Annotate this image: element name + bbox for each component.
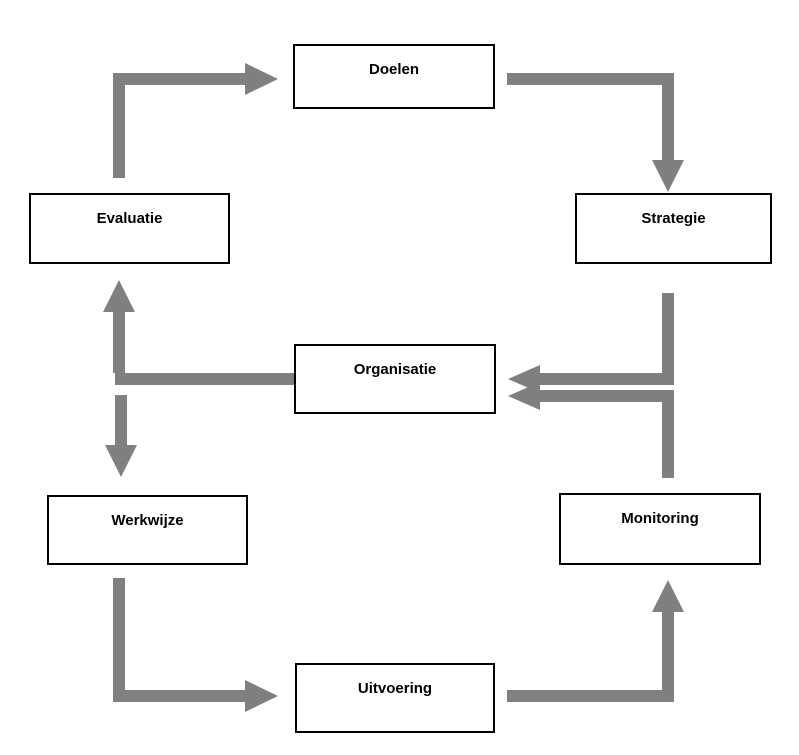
node-monitoring: Monitoring	[559, 493, 761, 565]
node-evaluatie-label: Evaluatie	[96, 210, 163, 227]
arrow-segment	[662, 398, 674, 478]
arrow-segment	[115, 373, 294, 385]
node-strategie-label: Strategie	[641, 210, 706, 227]
node-strategie: Strategie	[575, 193, 772, 264]
arrow-segment	[507, 73, 674, 85]
node-uitvoering-label: Uitvoering	[357, 680, 433, 697]
arrowhead	[105, 445, 137, 477]
arrow-segment	[115, 395, 127, 445]
arrowhead	[508, 382, 540, 410]
node-organisatie-label: Organisatie	[353, 361, 437, 378]
arrow-segment	[113, 578, 125, 702]
arrow-segment	[113, 73, 245, 85]
node-doelen: Doelen	[293, 44, 495, 109]
arrow-segment	[540, 373, 674, 385]
arrow-segment	[662, 612, 674, 702]
arrowhead	[245, 680, 278, 712]
node-werkwijze-label: Werkwijze	[111, 512, 184, 529]
arrow-segment	[113, 73, 125, 178]
arrow-segment	[540, 390, 674, 402]
node-doelen-label: Doelen	[368, 61, 419, 78]
arrowhead	[652, 580, 684, 612]
node-werkwijze: Werkwijze	[47, 495, 248, 565]
arrow-segment	[662, 293, 674, 385]
node-evaluatie: Evaluatie	[29, 193, 230, 264]
node-monitoring-label: Monitoring	[621, 510, 699, 527]
arrow-segment	[507, 690, 674, 702]
arrow-segment	[662, 73, 674, 160]
arrowhead	[652, 160, 684, 192]
arrow-segment	[113, 312, 125, 373]
arrowhead	[103, 280, 135, 312]
node-uitvoering: Uitvoering	[295, 663, 495, 733]
arrowhead	[245, 63, 278, 95]
node-organisatie: Organisatie	[294, 344, 496, 414]
arrow-segment	[113, 690, 245, 702]
